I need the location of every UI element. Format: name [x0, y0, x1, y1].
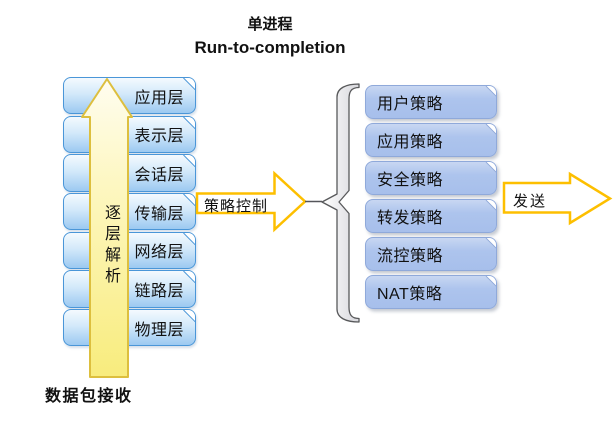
packet-receive-label: 数据包接收 — [45, 388, 133, 405]
policy-label: 应用策略 — [377, 133, 444, 151]
layer-label: 物理层 — [134, 321, 184, 339]
policy-box-application: 应用策略 — [365, 123, 497, 157]
diagram-title: 单进程 Run-to-completion — [150, 14, 390, 60]
osi-layer-stack: 应用层 表示层 会话层 传输层 网络层 链路层 物理层 — [63, 77, 196, 347]
layer-label: 网络层 — [134, 244, 184, 262]
policy-label: 转发策略 — [377, 210, 444, 228]
layer-label: 链路层 — [134, 283, 184, 301]
policy-box-user: 用户策略 — [365, 85, 497, 119]
layer-label: 应用层 — [134, 89, 184, 107]
layer-box-presentation: 表示层 — [63, 115, 196, 153]
policy-control-label: 策略控制 — [203, 198, 268, 215]
title-line-2: Run-to-completion — [194, 38, 346, 57]
layer-label: 传输层 — [134, 205, 184, 223]
policy-box-forwarding: 转发策略 — [365, 199, 497, 233]
policy-label: 安全策略 — [377, 171, 444, 189]
policy-box-nat: NAT策略 — [365, 275, 497, 309]
layer-box-transport: 传输层 — [63, 193, 196, 231]
layer-box-physical: 物理层 — [63, 309, 196, 347]
layer-label: 会话层 — [134, 166, 184, 184]
grouping-brace — [321, 83, 360, 323]
policy-label: 用户策略 — [377, 95, 444, 113]
policy-label: NAT策略 — [377, 286, 443, 304]
layer-label: 表示层 — [134, 128, 184, 146]
layer-box-session: 会话层 — [63, 154, 196, 192]
layer-box-application: 应用层 — [63, 77, 196, 115]
policy-stack: 用户策略 应用策略 安全策略 转发策略 流控策略 NAT策略 — [365, 85, 497, 309]
policy-box-flowcontrol: 流控策略 — [365, 237, 497, 271]
layer-box-datalink: 链路层 — [63, 270, 196, 308]
policy-label: 流控策略 — [377, 248, 444, 266]
send-label: 发送 — [512, 193, 547, 210]
layer-box-network: 网络层 — [63, 231, 196, 269]
up-arrow-label: 逐层解析 — [102, 204, 119, 288]
policy-box-security: 安全策略 — [365, 161, 497, 195]
title-line-1: 单进程 — [247, 16, 293, 33]
